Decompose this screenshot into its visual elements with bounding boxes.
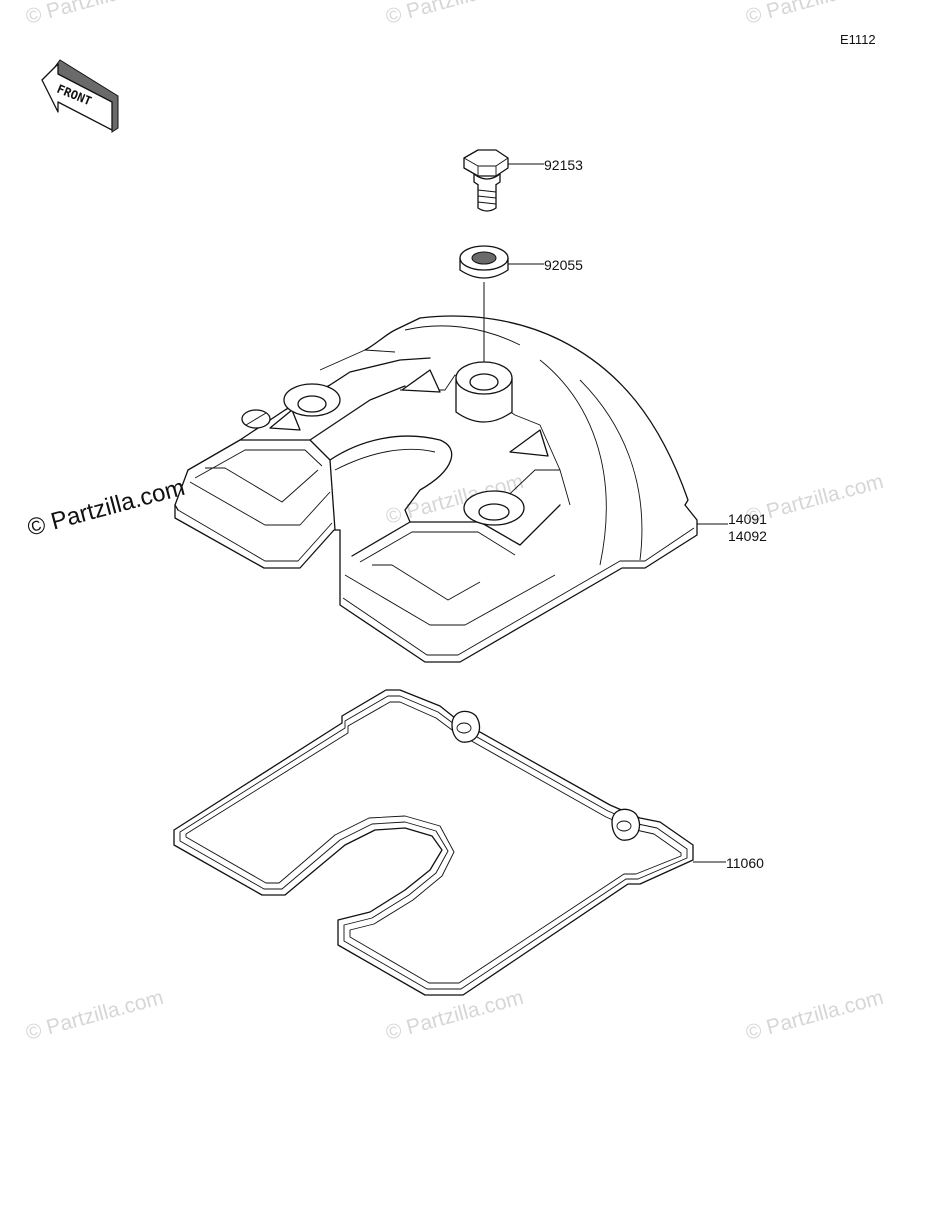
diagram-code: E1112 bbox=[840, 32, 876, 47]
watermark-main: © Partzilla.com bbox=[25, 474, 188, 542]
watermark-text: © Partzilla.com bbox=[23, 0, 166, 29]
watermark-text: © Partzilla.com bbox=[743, 986, 886, 1045]
part-label-14092: 14092 bbox=[728, 528, 767, 544]
watermark-text: © Partzilla.com bbox=[743, 0, 886, 29]
part-label-11060: 11060 bbox=[726, 855, 764, 871]
part-label-14091: 14091 bbox=[728, 511, 767, 527]
watermark-text: © Partzilla.com bbox=[383, 0, 526, 29]
cylinder-head-cover bbox=[174, 315, 698, 663]
part-label-92055: 92055 bbox=[544, 257, 583, 273]
bolt-92153 bbox=[463, 149, 509, 212]
front-arrow-icon: FRONT bbox=[41, 59, 119, 133]
grommet-92055 bbox=[459, 245, 509, 279]
watermark-text: © Partzilla.com bbox=[23, 986, 166, 1045]
gasket-11060 bbox=[173, 689, 694, 996]
part-label-92153: 92153 bbox=[544, 157, 583, 173]
